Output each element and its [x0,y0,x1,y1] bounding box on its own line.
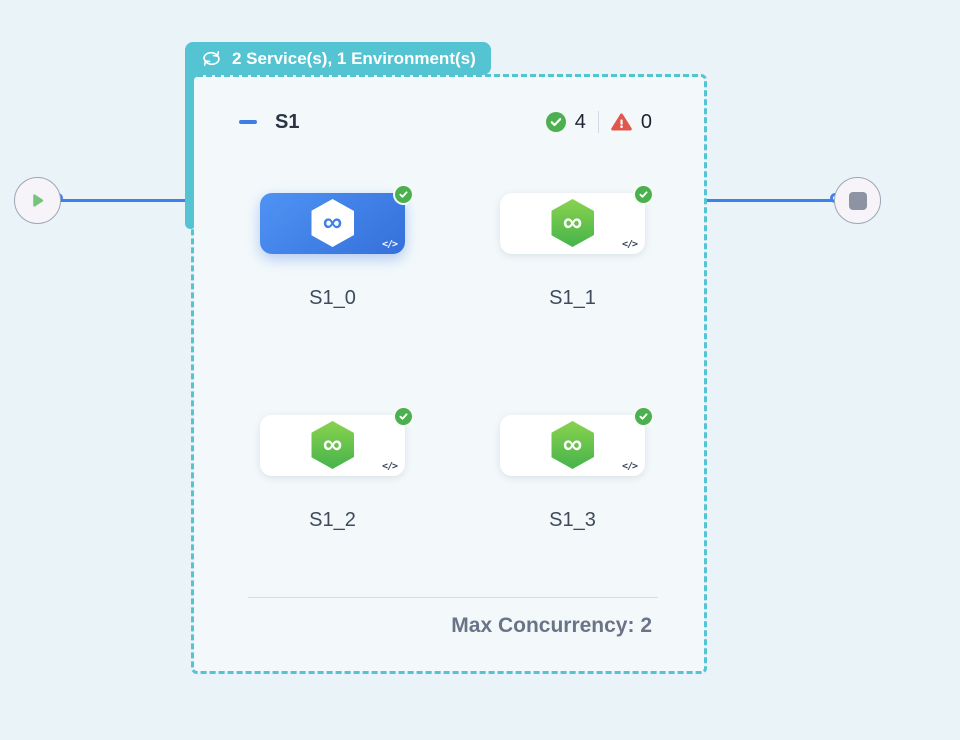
infinity-glyph: ∞ [322,206,343,237]
stage-group-badge[interactable]: 2 Service(s), 1 Environment(s) [185,42,491,75]
stage-header: S1 4 0 [239,109,652,135]
service-label: S1_1 [549,287,596,309]
stage-group-left-accent [185,74,196,229]
success-badge-icon [393,406,414,427]
code-icon: </> [621,239,638,250]
hexagon-infinity-icon: ∞ [551,421,594,469]
service-card-s1-3[interactable]: ∞ </> [500,406,654,476]
service-card-s1-1[interactable]: ∞ </> [500,184,654,254]
stage-title: S1 [275,110,300,133]
infinity-glyph: ∞ [562,206,583,237]
count-divider [597,111,599,133]
play-icon [33,194,44,207]
collapse-stage-button[interactable] [239,120,257,124]
hexagon-infinity-icon: ∞ [551,199,594,247]
pipeline-start-node[interactable] [14,177,61,224]
stage-group-badge-label: 2 Service(s), 1 Environment(s) [232,48,476,68]
hexagon-infinity-icon: ∞ [311,199,354,247]
stage-group: S1 4 0 ∞ [191,74,707,674]
footer-divider [248,597,658,598]
failure-count: 0 [640,110,652,133]
edge-start-to-stage [61,199,191,202]
service-label: S1_0 [309,287,356,309]
service-label: S1_2 [309,509,356,531]
success-badge-icon [633,184,654,205]
max-concurrency-text: Max Concurrency: 2 [451,614,652,637]
check-circle-icon [545,112,566,132]
warning-triangle-icon [611,113,632,131]
infinity-glyph: ∞ [562,428,583,459]
stop-icon [848,191,867,210]
code-icon: </> [381,461,398,472]
cycle-icon [203,51,220,66]
service-card-s1-0[interactable]: ∞ </> [260,184,414,254]
edge-stage-to-end [707,199,835,202]
code-icon: </> [621,461,638,472]
hexagon-infinity-icon: ∞ [311,421,354,469]
infinity-glyph: ∞ [322,428,343,459]
service-label: S1_3 [549,509,596,531]
code-icon: </> [381,239,398,250]
service-card-s1-2[interactable]: ∞ </> [260,406,414,476]
success-badge-icon [633,406,654,427]
pipeline-end-node[interactable] [834,177,881,224]
success-count: 4 [574,110,586,133]
success-badge-icon [393,184,414,205]
